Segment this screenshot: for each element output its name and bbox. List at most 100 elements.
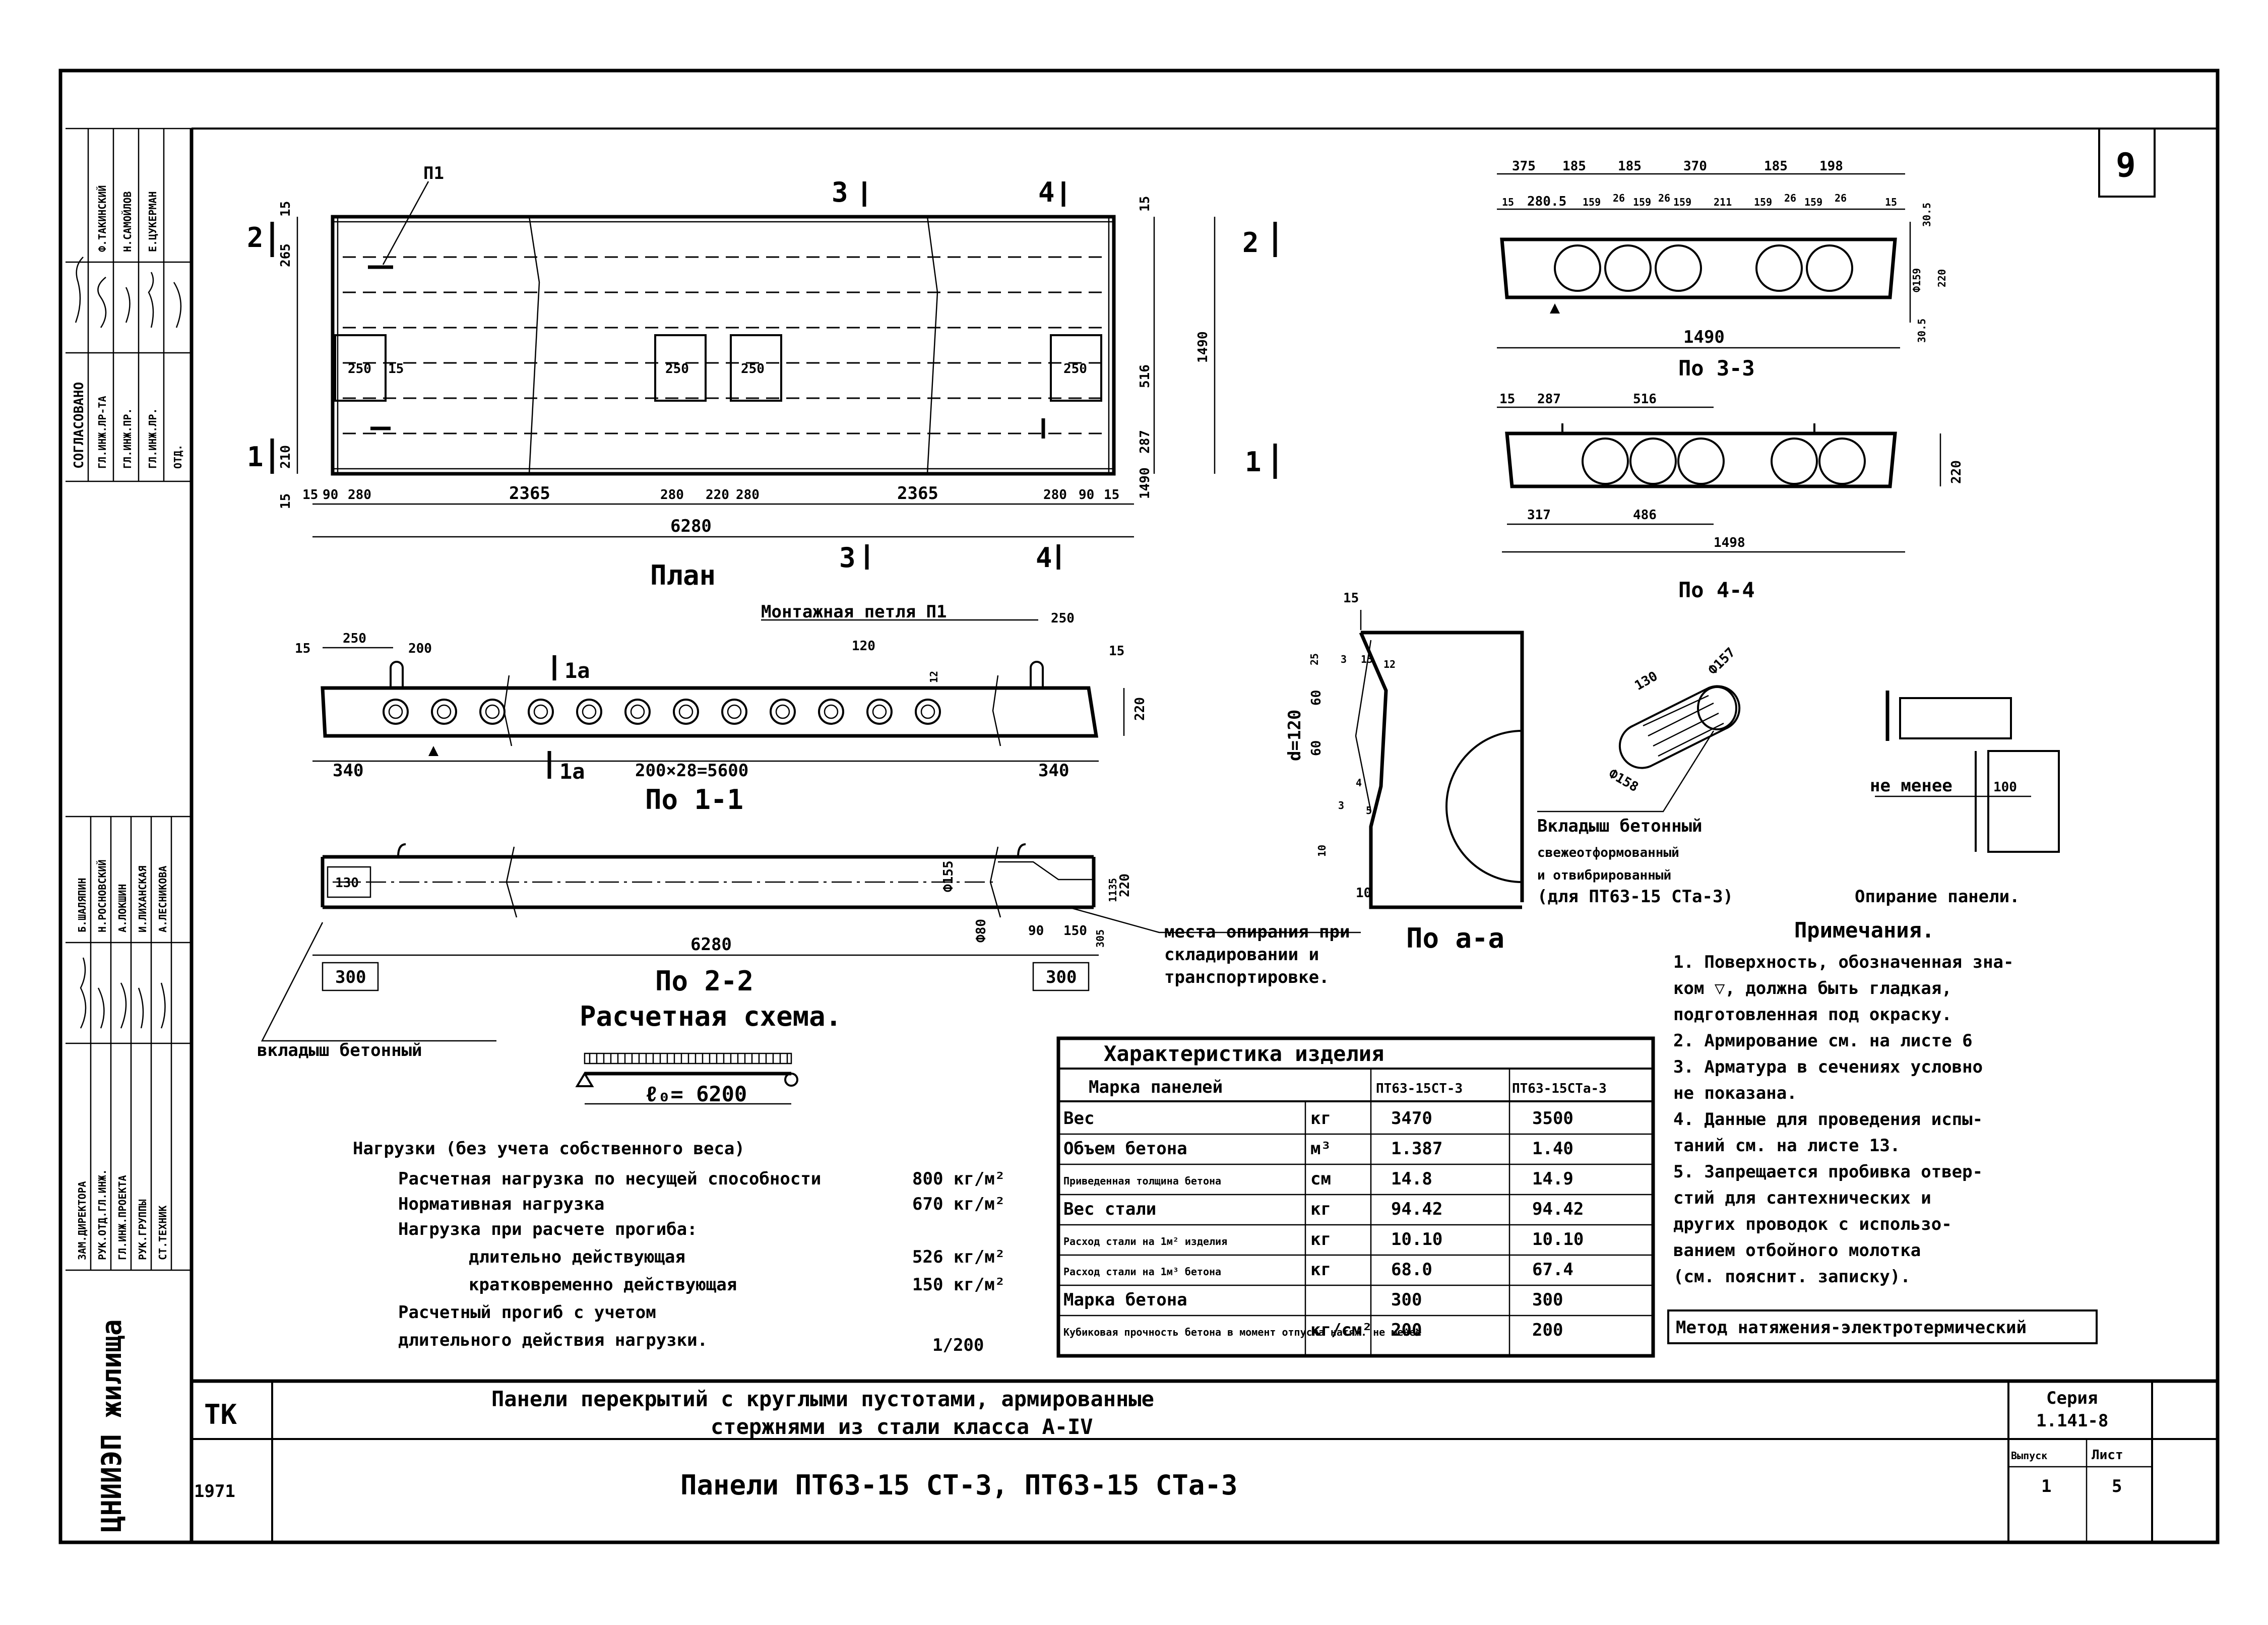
break-line xyxy=(528,216,540,474)
void-hole xyxy=(479,699,506,725)
cut-label-3: 3 xyxy=(839,542,856,574)
dim: 3 xyxy=(1338,799,1344,811)
load-value: 800 кг/м² xyxy=(912,1169,1005,1189)
section-title: По 1-1 xyxy=(645,784,743,816)
outer-frame xyxy=(58,69,2220,1544)
void-hole-inner xyxy=(485,704,500,719)
dim: 317 xyxy=(1527,508,1551,523)
dim: 4 xyxy=(1356,777,1362,789)
concrete-insert xyxy=(327,866,371,898)
stamp-role: ГЛ.ИНЖ.ЛР. xyxy=(147,408,159,469)
dim: 198 xyxy=(1819,159,1843,174)
dim: 3 xyxy=(1341,653,1347,665)
dim: 60 xyxy=(1309,690,1324,706)
void-hole-inner xyxy=(533,704,548,719)
void-hole xyxy=(528,699,554,725)
signature-mark xyxy=(173,282,182,328)
plan-dim: 15 xyxy=(1104,487,1119,503)
note-line: 5. Запрещается пробивка отвер- xyxy=(1673,1162,1983,1182)
dim: 120 xyxy=(852,639,875,654)
plan-dim: 90 xyxy=(1079,487,1094,503)
dim: 300 xyxy=(1046,967,1077,987)
dim: 90 xyxy=(1028,923,1044,939)
plan-width-dim: 1490 xyxy=(1195,331,1211,363)
support-note: транспортировке. xyxy=(1164,967,1330,987)
note-line: других проводок с использо- xyxy=(1673,1214,1952,1234)
dim: Ф159 xyxy=(1911,268,1923,292)
void-hole-inner xyxy=(388,704,403,719)
plan-dim: 90 xyxy=(323,487,338,503)
table-cell: Расход стали на 1м² изделия xyxy=(1063,1235,1227,1247)
dim: 220 xyxy=(1117,873,1132,897)
dim: 12 xyxy=(1383,658,1396,670)
support-triangle xyxy=(428,746,438,756)
void-hole xyxy=(818,699,844,725)
stamp-role: ОТД. xyxy=(172,445,184,469)
dim: 60 xyxy=(1309,740,1324,756)
dim: 15 xyxy=(1885,196,1897,208)
table-cell: кг xyxy=(1310,1229,1331,1249)
dim: 340 xyxy=(333,761,363,781)
plan-dim: 280 xyxy=(1043,487,1067,503)
year: 1971 xyxy=(194,1481,235,1502)
plan-title: План xyxy=(650,559,716,591)
table-cell: кг/см² xyxy=(1310,1320,1372,1340)
dim: 12 xyxy=(928,671,940,683)
series-label: Серия xyxy=(2046,1388,2098,1408)
dim: 375 xyxy=(1512,159,1536,174)
loop-callout: Монтажная петля П1 xyxy=(761,602,947,622)
issue-value: 1 xyxy=(2041,1476,2051,1496)
panel-plan-outline xyxy=(331,215,1116,476)
dim: Ф158 xyxy=(1606,766,1641,795)
leader-line xyxy=(382,181,429,265)
span-length: ℓ₀= 6200 xyxy=(645,1082,747,1106)
void-circle xyxy=(1677,438,1725,485)
institute-logo-text: ЦНИИЭП жилища xyxy=(96,1319,128,1532)
loop-label: П1 xyxy=(423,163,444,183)
void-hole-inner xyxy=(582,704,597,719)
team-name: А.ЛЕСНИКОВА xyxy=(157,866,169,932)
support-label: не менее xyxy=(1870,776,1952,796)
stamp-name: Ф.ТАКИНСКИЙ xyxy=(96,185,108,252)
team-role: РУК.ОТД.ГЛ.ИНЖ. xyxy=(96,1169,108,1260)
dim: 159 xyxy=(1754,196,1772,208)
section-title: По 3-3 xyxy=(1678,356,1755,381)
void-circle xyxy=(1755,244,1803,292)
dim: 26 xyxy=(1784,192,1796,204)
void-hole-inner xyxy=(775,704,790,719)
support-note: складировании и xyxy=(1164,945,1319,965)
table-header: Марка панелей xyxy=(1089,1077,1223,1097)
table-cell: м³ xyxy=(1310,1139,1331,1159)
cut-label-2: 2 xyxy=(1242,227,1259,259)
dim: 305 xyxy=(1094,929,1106,948)
plan-side-dim: 15 xyxy=(1138,196,1153,212)
signature-mark xyxy=(97,277,107,328)
table-header: ПТ63-15СТа-3 xyxy=(1512,1081,1607,1096)
cut-label-1a: 1а xyxy=(564,658,590,683)
cut-label-1: 1 xyxy=(1245,446,1262,478)
note-line: ванием отбойного молотка xyxy=(1673,1240,1921,1261)
note-line: (см. пояснит. записку). xyxy=(1673,1267,1911,1287)
calc-scheme: Расчетная схема. ℓ₀= 6200 Нагрузки (без … xyxy=(353,1001,1005,1355)
plan-side-dim: 1490 xyxy=(1138,467,1153,499)
void-hole xyxy=(576,699,602,725)
dim: 1490 xyxy=(1683,327,1725,347)
void-hole xyxy=(383,699,409,725)
signature-mark xyxy=(160,982,166,1029)
cut-label-1a: 1а xyxy=(559,759,585,784)
issue-label: Выпуск xyxy=(2011,1450,2047,1462)
plan-dim: 2365 xyxy=(509,483,550,504)
dim-holes: 200×28=5600 xyxy=(635,761,748,781)
dim: 15 xyxy=(1502,196,1514,208)
table-cell: Кубиковая прочность бетона в момент отпу… xyxy=(1063,1326,1421,1338)
table-cell: Объем бетона xyxy=(1063,1139,1187,1159)
dim: 30.5 xyxy=(1921,203,1933,227)
load-value: 1/200 xyxy=(932,1335,984,1355)
dim: 300 xyxy=(335,967,366,987)
dim: 26 xyxy=(1613,192,1625,204)
dim: 30.5 xyxy=(1916,319,1928,343)
table-cell: Расход стали на 1м³ бетона xyxy=(1063,1266,1221,1278)
section-title: По а-а xyxy=(1406,922,1504,954)
dim: 159 xyxy=(1673,196,1691,208)
stamp-role: ГЛ.ИНЖ.ПР. xyxy=(121,408,134,469)
